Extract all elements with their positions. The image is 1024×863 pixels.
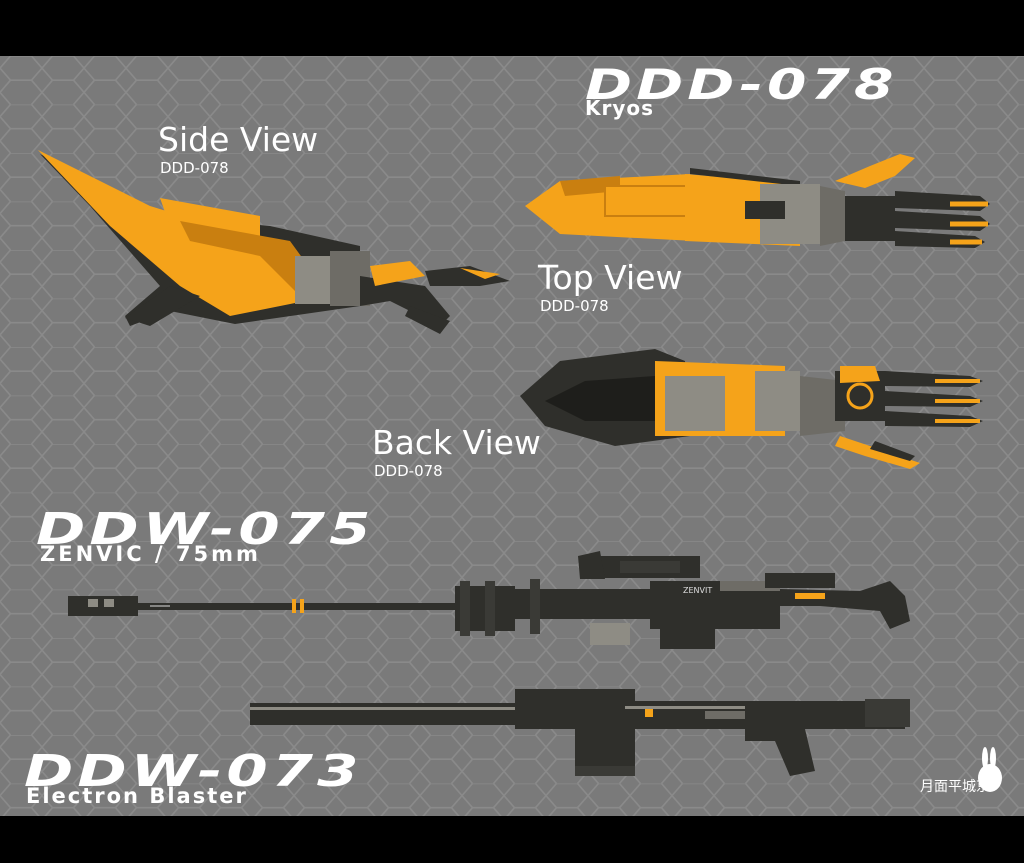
top-view-label: Top View	[538, 258, 683, 297]
rifle-marking: ZENVIT	[683, 586, 712, 595]
arm-side-view-illustration	[38, 150, 510, 334]
weapon-1-code: DDW-075	[36, 504, 375, 555]
model-name: Kryos	[585, 96, 655, 120]
zenvic-rifle-illustration: ZENVIT	[68, 551, 910, 649]
watermark-text: 月面平城京	[920, 779, 990, 795]
weapon-2-name: Electron Blaster	[26, 784, 248, 808]
side-view-code: DDD-078	[160, 159, 229, 177]
back-view-label: Back View	[372, 423, 541, 462]
model-code-title: DDD-078	[585, 60, 898, 109]
weapon-1-name: ZENVIC / 75mm	[40, 542, 261, 566]
arm-top-view-illustration	[525, 154, 990, 248]
top-view-code: DDD-078	[540, 297, 609, 315]
rabbit-icon	[978, 747, 1002, 792]
side-view-label: Side View	[158, 120, 319, 159]
arm-back-view-illustration	[520, 349, 983, 469]
weapon-2-code: DDW-073	[24, 746, 363, 797]
artwork-panel: DDD-078 Kryos Side View DDD-078 Top View…	[0, 56, 1024, 816]
electron-blaster-illustration	[250, 689, 910, 776]
back-view-code: DDD-078	[374, 462, 443, 480]
